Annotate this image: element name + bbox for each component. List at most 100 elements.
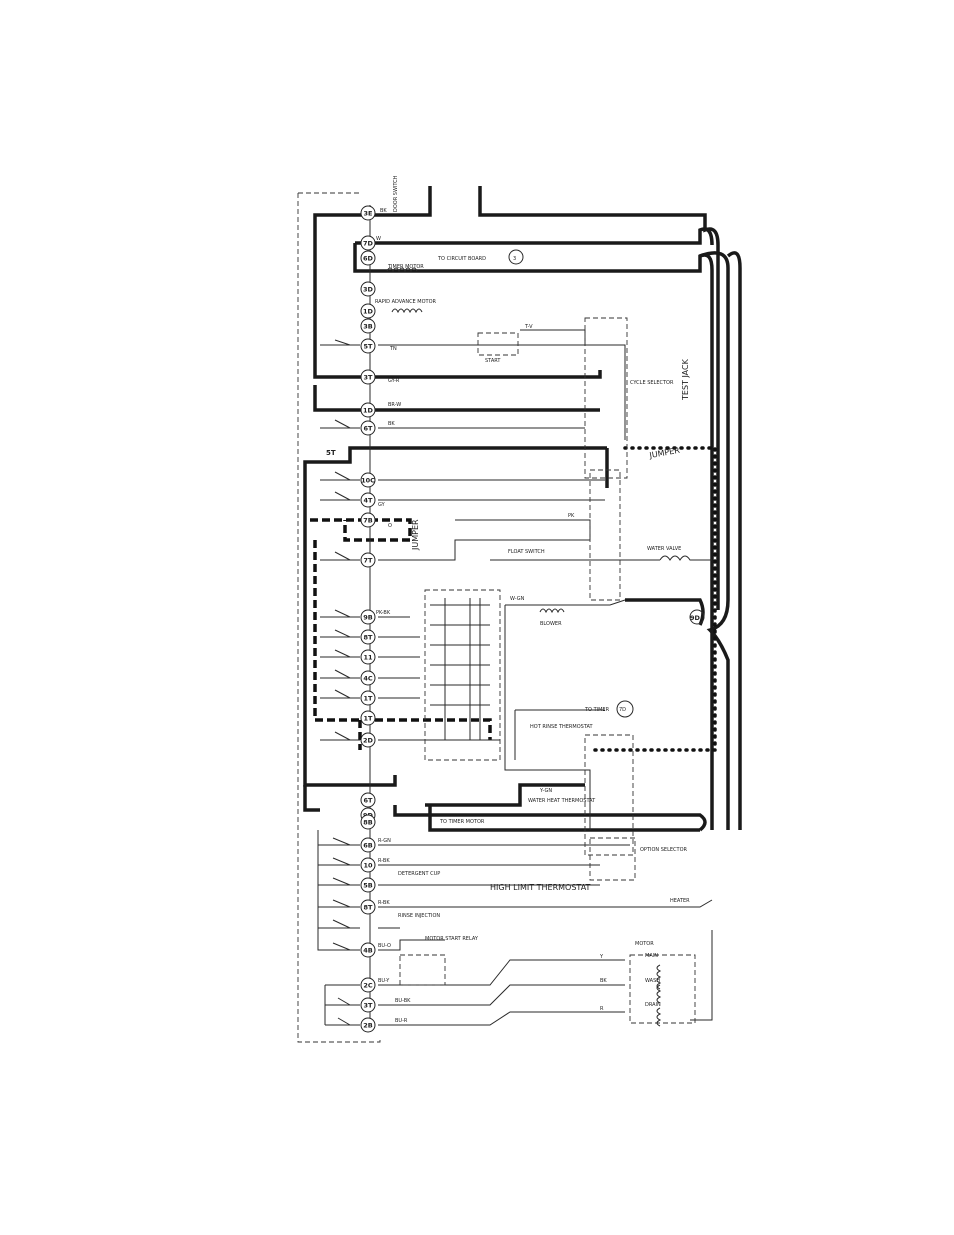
terminal-circle — [360, 235, 376, 251]
terminal-circle — [360, 792, 376, 808]
terminal-label: 10 — [363, 862, 373, 870]
water-heat-thermostat-label: WATER HEAT THERMOSTAT — [528, 798, 596, 804]
terminal-label: 4B — [363, 947, 373, 955]
wire-code: T-V — [524, 324, 533, 330]
terminal-label: 4C — [363, 675, 373, 683]
terminal-circle — [360, 338, 376, 354]
to-circuit-board-label: TO CIRCUIT BOARD — [437, 256, 486, 262]
to-timer-motor-label: TO TIMER MOTOR — [439, 819, 485, 825]
terminal-circle — [360, 857, 376, 873]
terminal-label: 7D — [363, 240, 374, 248]
wire-code: W — [376, 236, 381, 242]
terminal-circle — [360, 877, 376, 893]
wire-code: PK — [568, 513, 575, 519]
start-label: START — [485, 358, 501, 364]
wire-code: R-BK — [378, 858, 390, 864]
wire-code: Y — [599, 954, 604, 960]
internal-wiring — [378, 329, 713, 1026]
terminal-label: 6D — [363, 255, 374, 263]
terminal-circle — [360, 899, 376, 915]
heater-label: HEATER — [670, 898, 690, 904]
terminal-circle — [360, 420, 376, 436]
terminal-label: 6T — [364, 425, 374, 433]
terminal-circle — [360, 250, 376, 266]
terminal-circle — [360, 942, 376, 958]
terminal-circle — [360, 977, 376, 993]
wire-code: BR-W — [388, 402, 401, 408]
jumper-label-2: JUMPER — [411, 519, 420, 551]
terminal-label: 1D — [363, 407, 374, 415]
to-timer-label: TO TIMER — [584, 707, 610, 713]
terminal-circle — [360, 732, 376, 748]
main-winding-label: MAIN — [645, 953, 658, 959]
wash-winding-label: WASH — [645, 978, 660, 984]
terminal-label: 2D — [363, 737, 374, 745]
terminal-label: 3E — [364, 210, 373, 218]
terminal-circle — [360, 552, 376, 568]
blower-label: BLOWER — [540, 621, 562, 627]
terminal-circle — [360, 303, 376, 319]
terminal-label: 4T — [364, 497, 374, 505]
wire-code: BK — [600, 978, 607, 984]
terminal-label: 3D — [363, 286, 374, 294]
door-switch-label: DOOR SWITCH — [393, 175, 399, 212]
terminal-label: 3B — [363, 323, 373, 331]
wire-code: GY-R — [388, 378, 400, 384]
detergent-cup-label: DETERGENT CUP — [398, 871, 440, 877]
ref-9d-label: 9D — [690, 614, 701, 622]
drain-winding-label: DRAIN — [645, 1002, 661, 1008]
terminal-label: 9B — [363, 614, 373, 622]
heater-rows — [430, 598, 490, 740]
wire-code: R-GN — [378, 838, 391, 844]
terminal-circle — [360, 492, 376, 508]
terminal-circle — [360, 512, 376, 528]
jumper-path — [310, 518, 492, 750]
circuit-board-ref: 3 — [513, 256, 516, 262]
terminal-label: 8T — [364, 634, 374, 642]
wire-code: BK — [380, 208, 387, 214]
outer-enclosure — [297, 192, 381, 1043]
test-jack-label: TEST JACK — [681, 358, 690, 401]
terminal-label: 5B — [363, 882, 373, 890]
to-timer-ref: 7D — [619, 707, 626, 713]
terminal-label: 6B — [363, 842, 373, 850]
wire-code: R — [600, 1006, 604, 1012]
motor-label: MOTOR — [635, 941, 654, 947]
terminal-circle — [360, 281, 376, 297]
to-timer-callout — [616, 700, 634, 718]
terminal-circle — [360, 814, 376, 830]
wire-code: Y-GN — [539, 788, 552, 794]
wire-code: BU-R — [395, 1018, 408, 1024]
hot-rinse-thermostat-label: HOT RINSE THERMOSTAT — [530, 724, 594, 730]
wire-code: BK — [388, 421, 395, 427]
st-label: 5T — [326, 449, 336, 457]
labels: DOOR SWITCH TIMER MOTOR TO CIRCUIT BOARD… — [326, 175, 701, 1008]
wire-code: PK-BK — [376, 610, 391, 616]
terminal-circle — [360, 402, 376, 418]
terminal-label: 2B — [363, 1022, 373, 1030]
timer-motor-label: TIMER MOTOR — [387, 264, 424, 270]
component-enclosures — [399, 317, 696, 1024]
terminal-circle — [360, 609, 376, 625]
wire-code: O — [388, 523, 392, 529]
wire-code: BU-Y — [378, 978, 390, 984]
terminal-circle — [360, 318, 376, 334]
float-switch-label: FLOAT SWITCH — [508, 549, 545, 555]
rapid-advance-motor-label: RAPID ADVANCE MOTOR — [375, 299, 437, 305]
wire-code: W-GN — [510, 596, 525, 602]
terminal-label: 3T — [364, 374, 374, 382]
terminal-circle — [360, 649, 376, 665]
terminal-label: 1D — [363, 308, 374, 316]
terminal-circle — [360, 690, 376, 706]
wire-code: GY — [378, 502, 386, 508]
terminal-circle — [360, 837, 376, 853]
terminal-label: 6T — [364, 797, 374, 805]
switch-ladder — [317, 339, 360, 1026]
water-valve-label: WATER VALVE — [647, 546, 681, 552]
terminal-label: 8B — [363, 819, 373, 827]
terminal-circle — [360, 472, 376, 488]
terminal-circle — [360, 997, 376, 1013]
terminal-circle — [360, 205, 376, 221]
terminal-label: 3T — [364, 1002, 374, 1010]
